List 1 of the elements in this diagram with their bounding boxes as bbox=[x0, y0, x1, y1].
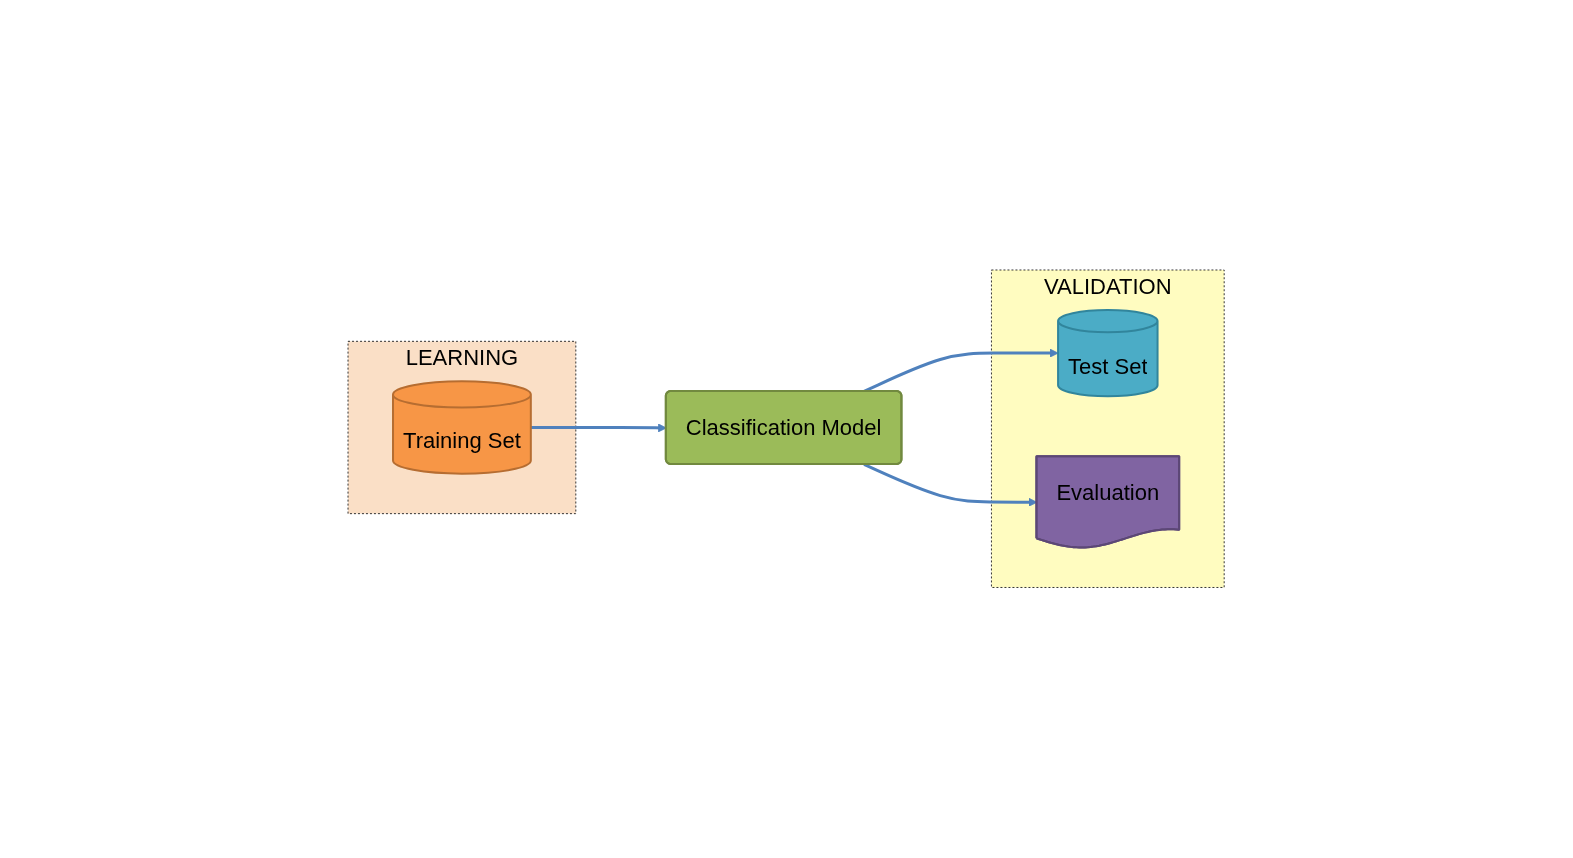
arrow bbox=[863, 463, 1038, 507]
